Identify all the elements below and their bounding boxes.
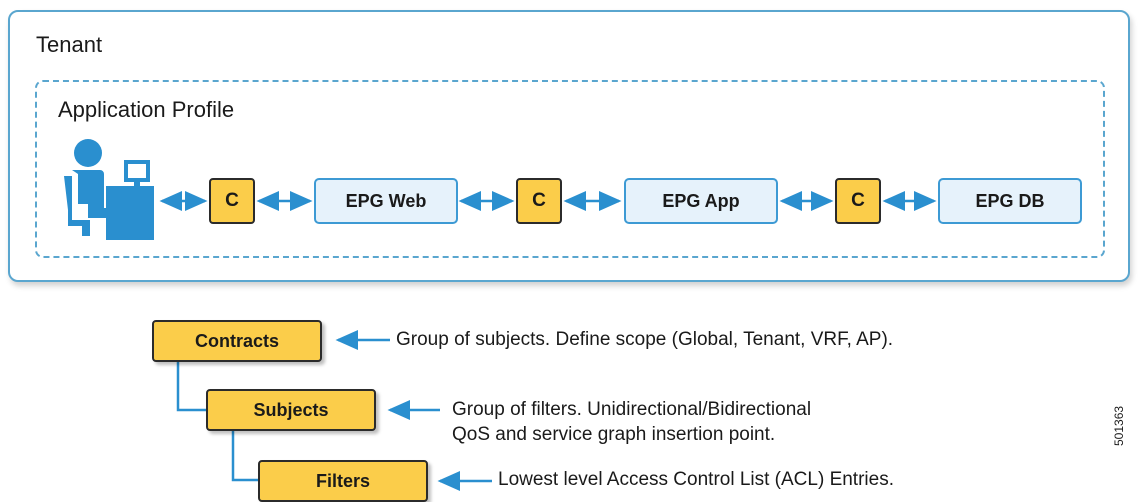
filters-box[interactable]: Filters	[258, 460, 428, 502]
subjects-description-line2: QoS and service graph insertion point.	[452, 424, 776, 445]
epg-app-box[interactable]: EPG App	[624, 178, 778, 224]
tenant-title: Tenant	[36, 32, 103, 57]
user-at-computer-icon	[64, 139, 154, 240]
contracts-box[interactable]: Contracts	[152, 320, 322, 362]
figure-id-label: 501363	[1112, 405, 1126, 446]
subjects-description-line1: Group of filters. Unidirectional/Bidirec…	[452, 399, 812, 420]
application-profile-title: Application Profile	[58, 97, 235, 122]
epg-db-box[interactable]: EPG DB	[938, 178, 1082, 224]
filters-description: Lowest level Access Control List (ACL) E…	[498, 469, 894, 490]
tenant-container	[8, 10, 1130, 282]
tree-line-subjects-filters	[231, 426, 258, 482]
contracts-description: Group of subjects. Define scope (Global,…	[396, 329, 894, 350]
contract-box-3[interactable]: C	[835, 178, 881, 224]
tree-line-contracts-subjects	[176, 360, 206, 412]
application-profile-container	[35, 80, 1105, 258]
contract-box-1[interactable]: C	[209, 178, 255, 224]
epg-web-box[interactable]: EPG Web	[314, 178, 458, 224]
subjects-box[interactable]: Subjects	[206, 389, 376, 431]
contract-box-2[interactable]: C	[516, 178, 562, 224]
